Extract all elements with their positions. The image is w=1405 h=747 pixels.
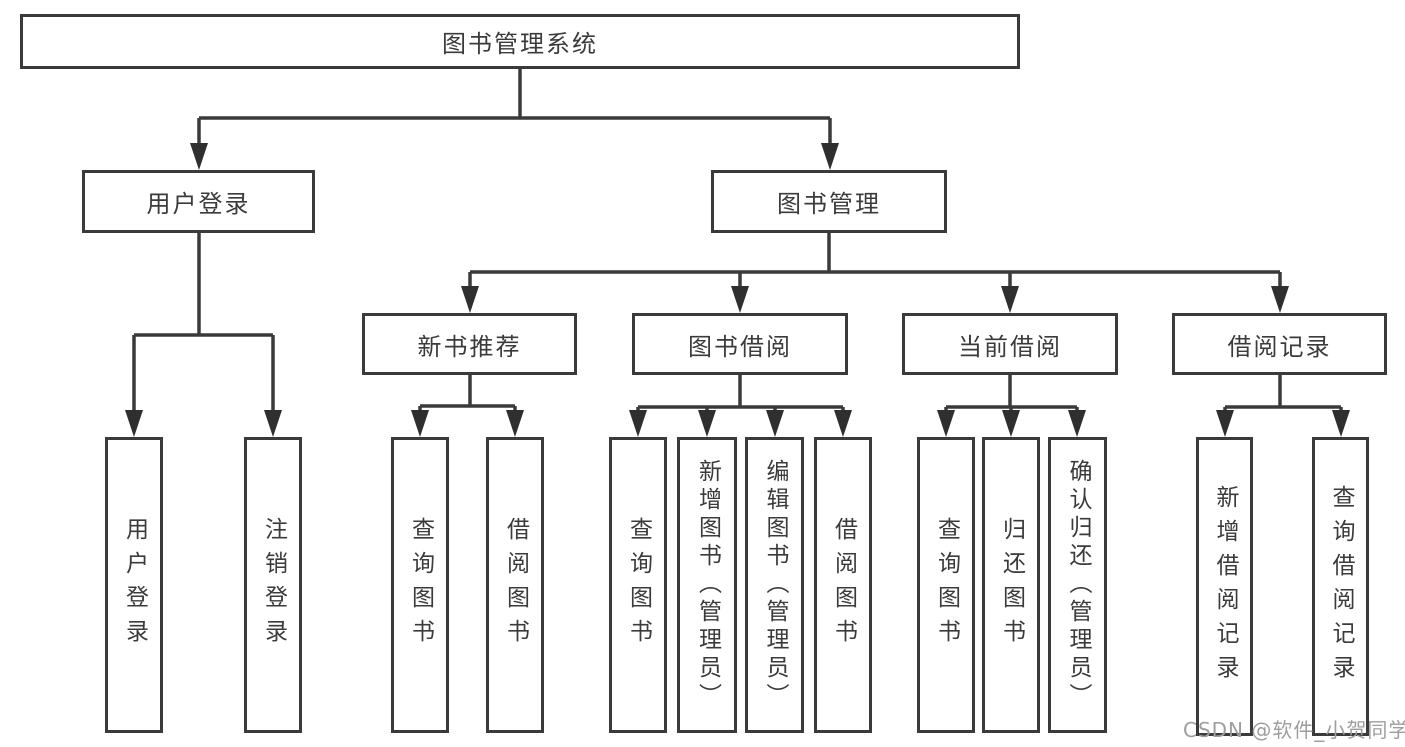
leaf-query-books-borrow: 查询图书: [609, 437, 667, 733]
leaf-return-books-label: 归还图书: [998, 517, 1025, 653]
node-user-login: 用户登录: [82, 170, 315, 233]
node-borrow-records: 借阅记录: [1172, 313, 1387, 375]
watermark-text: CSDN @软件_小贺同学: [1183, 718, 1405, 742]
leaf-confirm-return-admin-label: 确认归还（管理员）: [1065, 459, 1091, 711]
node-new-book-recommend: 新书推荐: [362, 313, 577, 375]
leaf-query-books-current-label: 查询图书: [933, 517, 960, 653]
node-book-borrow-label: 图书借阅: [688, 332, 792, 361]
leaf-add-borrow-record: 新增借阅记录: [1196, 437, 1253, 736]
edge-bookborrow-to-children: [636, 375, 845, 411]
leaf-return-books: 归还图书: [982, 437, 1040, 733]
node-current-borrow: 当前借阅: [902, 313, 1118, 375]
leaf-query-books-current: 查询图书: [917, 437, 975, 733]
leaf-borrow-books-recommend-label: 借阅图书: [502, 517, 529, 653]
leaf-add-books-admin: 新增图书（管理员）: [677, 437, 737, 733]
leaf-query-borrow-record: 查询借阅记录: [1312, 437, 1369, 736]
leaf-edit-books-admin: 编辑图书（管理员）: [745, 437, 804, 733]
leaf-logout-label: 注销登录: [260, 517, 287, 653]
node-user-login-label: 用户登录: [146, 190, 251, 218]
leaf-add-books-admin-label: 新增图书（管理员）: [694, 459, 721, 711]
node-book-borrow: 图书借阅: [632, 313, 848, 375]
leaf-query-books-borrow-label: 查询图书: [625, 517, 652, 653]
leaf-borrow-books: 借阅图书: [814, 437, 872, 733]
node-book-management: 图书管理: [711, 170, 947, 233]
leaf-query-books-recommend: 查询图书: [391, 437, 449, 733]
node-root-system-label: 图书管理系统: [442, 30, 598, 58]
edge-records-to-children: [1223, 375, 1343, 411]
edge-root-to-level2: [197, 68, 832, 144]
leaf-confirm-return-admin: 确认归还（管理员）: [1048, 437, 1107, 733]
edge-currentborrow-to-children: [944, 375, 1079, 411]
edge-bookmgmt-to-level3: [468, 233, 1282, 287]
leaf-borrow-books-label: 借阅图书: [830, 517, 857, 653]
leaf-add-borrow-record-label: 新增借阅记录: [1212, 484, 1238, 689]
node-borrow-records-label: 借阅记录: [1227, 332, 1332, 361]
leaf-logout: 注销登录: [244, 437, 302, 733]
leaf-edit-books-admin-label: 编辑图书（管理员）: [762, 459, 788, 711]
edge-newbook-to-children: [418, 375, 517, 411]
leaf-query-borrow-record-label: 查询借阅记录: [1328, 484, 1354, 689]
leaf-borrow-books-recommend: 借阅图书: [486, 437, 544, 733]
leaf-user-login: 用户登录: [105, 437, 163, 733]
node-book-management-label: 图书管理: [777, 190, 881, 218]
node-current-borrow-label: 当前借阅: [958, 332, 1062, 361]
leaf-user-login-label: 用户登录: [121, 517, 148, 653]
node-root-system: 图书管理系统: [20, 14, 1020, 69]
node-new-book-recommend-label: 新书推荐: [417, 332, 522, 361]
leaf-query-books-recommend-label: 查询图书: [407, 517, 434, 653]
edge-userlogin-to-children: [132, 233, 275, 411]
